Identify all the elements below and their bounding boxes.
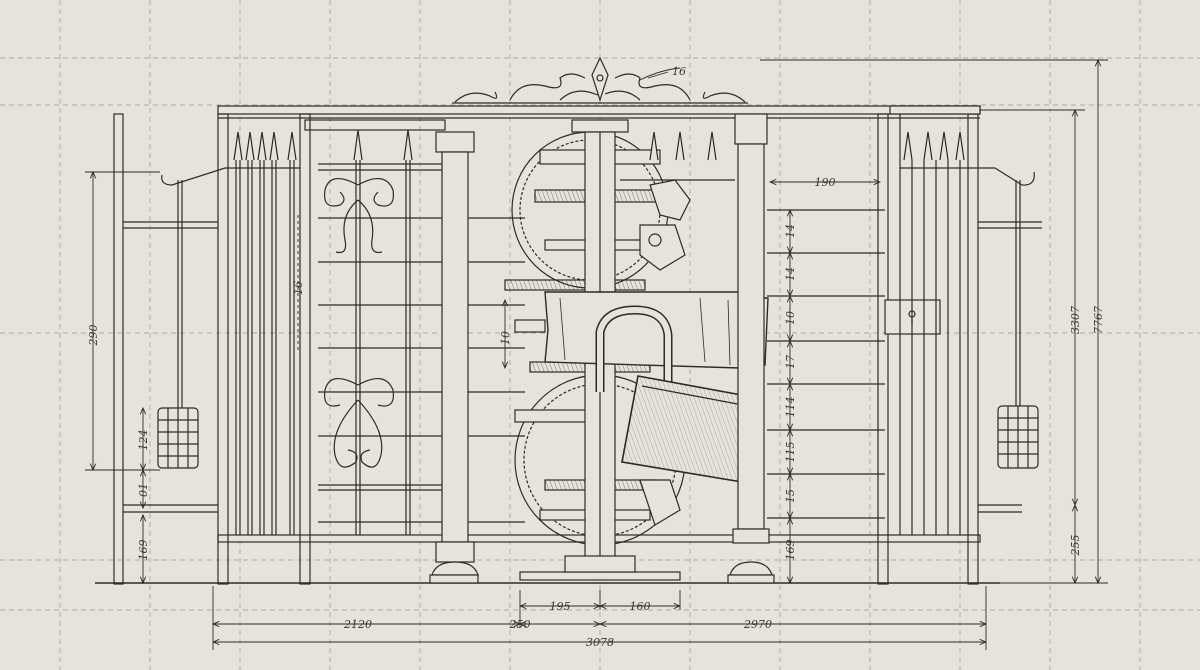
gate-drawing [95,56,1042,585]
dim-bar-spacing-8: 169 [784,540,797,561]
dim-left-base: 169 [137,540,150,561]
dim-inner-left-top: 16 [292,281,305,295]
dim-bar-spacing-1: 14 [784,224,797,238]
dimension-labels: 16 2120 250 2970 3078 195 160 290 124 01… [87,65,1105,649]
ornamental-crest [452,56,748,104]
dim-bar-spacing-2: 14 [784,267,797,281]
dim-inner-left-mid: 10 [499,331,512,345]
dimension-lines [85,60,1108,650]
dim-left-gap: 01 [137,483,150,497]
top-rail [217,105,981,115]
right-counterweight [900,167,1042,513]
dim-bottom-right: 2970 [743,618,772,631]
dim-right-overall-inner: 3307 [1069,306,1082,334]
left-column [429,131,479,584]
dim-right-base: 255 [1069,535,1082,557]
left-counterweight [157,407,199,469]
dim-right-overall-outer: 7767 [1092,306,1105,334]
right-bar-panel [620,105,981,585]
lock-block [514,291,769,369]
dim-right-top-width: 190 [815,176,836,189]
dim-mechanism-right: 160 [630,600,651,613]
dim-bar-spacing-5: 114 [784,397,797,418]
dim-bar-spacing-6: 115 [784,442,797,463]
dim-left-weight-height: 124 [137,430,150,451]
dim-bar-spacing-7: 15 [784,489,797,503]
right-column [727,113,775,584]
dim-bar-spacing-4: 17 [784,355,797,369]
callout-label: 16 [672,65,686,78]
scroll-panel [318,129,525,535]
left-bar-panel [217,113,446,585]
dim-left-height: 290 [87,325,100,347]
dim-bottom-left: 2120 [343,618,372,631]
dim-mechanism-left: 195 [550,600,571,613]
padlock [595,305,759,483]
dim-bottom-mid: 250 [509,618,531,631]
dim-bar-spacing-3: 10 [784,311,797,325]
dim-bottom-overall: 3078 [586,636,614,649]
left-outer-post [113,113,124,585]
